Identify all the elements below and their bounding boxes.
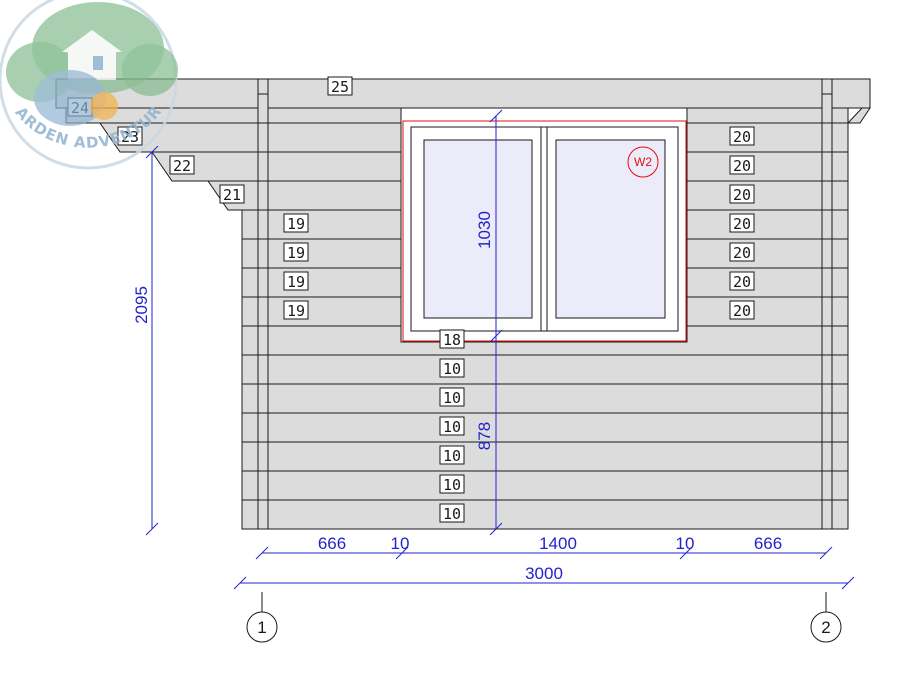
tag-box	[283, 242, 309, 262]
tag-label: 21	[223, 186, 241, 204]
tag-box	[283, 213, 309, 233]
sun-icon	[90, 92, 118, 120]
axis-circle	[810, 611, 842, 643]
tag-box	[729, 184, 755, 204]
wall-plank	[241, 354, 849, 385]
wall-plank	[241, 383, 849, 414]
dim-tick	[255, 546, 269, 560]
axis-label: 1	[257, 618, 266, 637]
logo-ring	[0, 0, 178, 170]
tag-label: 20	[733, 302, 751, 320]
tree-icon	[122, 44, 178, 96]
tag-box	[729, 213, 755, 233]
dim-window-height: 1030	[475, 211, 494, 249]
tag-label: 18	[443, 331, 461, 349]
tag-box	[439, 474, 465, 494]
post-notches	[258, 93, 832, 501]
tag-box	[169, 155, 195, 175]
tag-label: 10	[443, 389, 461, 407]
window-tag-label: W2	[634, 155, 652, 169]
wall-plank	[241, 441, 849, 472]
bush-icon	[34, 70, 106, 126]
roof-plank	[55, 78, 871, 109]
tag-box	[283, 300, 309, 320]
tag-box	[729, 242, 755, 262]
tag-label: 25	[331, 78, 349, 96]
window-pane-right	[555, 139, 666, 319]
tag-label: 20	[733, 215, 751, 233]
dim-tick	[395, 546, 409, 560]
tag-label: 10	[443, 447, 461, 465]
tag-label: 10	[443, 360, 461, 378]
dim-segment: 1400	[539, 534, 577, 553]
dim-tick	[841, 576, 855, 590]
dim-tick	[819, 546, 833, 560]
corner-post-left	[257, 78, 269, 530]
tag-box	[729, 271, 755, 291]
tag-box	[439, 329, 465, 349]
house-window-icon	[93, 56, 103, 70]
tag-box	[439, 358, 465, 378]
dim-tick	[679, 546, 693, 560]
tag-label: 19	[287, 244, 305, 262]
corner-posts	[257, 78, 833, 530]
tag-label: 19	[287, 215, 305, 233]
dim-tick	[233, 576, 247, 590]
tag-label: 20	[733, 273, 751, 291]
dim-total-width: 3000	[525, 564, 563, 583]
tag-box	[283, 271, 309, 291]
corner-post-right	[821, 78, 833, 530]
dim-wall-height: 2095	[132, 286, 151, 324]
dim-segment: 666	[318, 534, 346, 553]
window-tag-circle	[627, 146, 659, 178]
wall-plank	[241, 412, 849, 443]
tag-label: 10	[443, 505, 461, 523]
tag-box	[439, 416, 465, 436]
wall-plank	[241, 499, 849, 530]
tag-box	[327, 76, 353, 96]
tag-box	[729, 155, 755, 175]
tag-label: 19	[287, 273, 305, 291]
dim-segment: 10	[391, 534, 410, 553]
window-w2: W2	[400, 107, 688, 343]
dim-segment: 10	[676, 534, 695, 553]
tag-label: 23	[121, 128, 139, 146]
house-icon	[62, 30, 122, 80]
dim-tick	[489, 329, 503, 343]
tag-label: 20	[733, 244, 751, 262]
garden-adventure-logo: GARDEN ADVENTURE	[0, 0, 178, 170]
axis-label: 2	[821, 618, 830, 637]
tag-box	[219, 184, 245, 204]
tag-label: 19	[287, 302, 305, 320]
window-opening-outline	[402, 120, 687, 342]
tag-box	[729, 300, 755, 320]
tag-label: 20	[733, 186, 751, 204]
tag-box	[439, 503, 465, 523]
tag-label: 20	[733, 157, 751, 175]
tag-label: 20	[733, 128, 751, 146]
wall-plank	[241, 470, 849, 501]
axis-markers: 1 2	[246, 592, 842, 643]
dim-tick	[145, 145, 159, 159]
dimensions: 2095 1030 878 666 10 1400 10 666 3000	[132, 109, 855, 590]
tag-box	[439, 387, 465, 407]
tag-box	[117, 126, 143, 146]
tag-box	[439, 445, 465, 465]
dim-tick	[489, 109, 503, 123]
axis-circle	[246, 611, 278, 643]
dim-window-sill: 878	[475, 422, 494, 450]
dim-segment: 666	[754, 534, 782, 553]
dim-tick	[145, 522, 159, 536]
tag-box	[729, 126, 755, 146]
tag-label: 22	[173, 157, 191, 175]
window-pane-left	[423, 139, 533, 319]
tag-label: 10	[443, 476, 461, 494]
roof-plank	[151, 151, 269, 182]
dim-tick	[489, 522, 503, 536]
tag-label: 10	[443, 418, 461, 436]
